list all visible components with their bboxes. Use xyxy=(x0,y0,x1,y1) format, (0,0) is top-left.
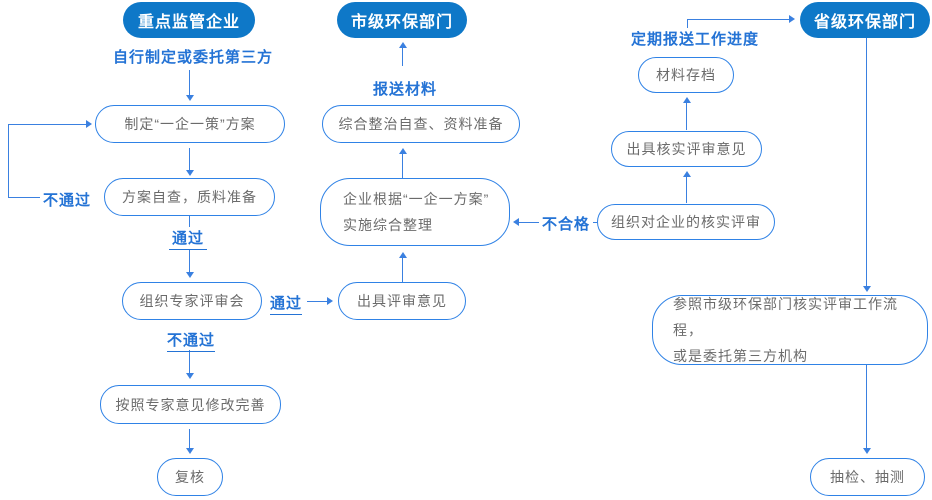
arrowhead-down-spot-check xyxy=(863,448,871,454)
label-report-progress: 定期报送工作进度 xyxy=(631,31,760,48)
arrowhead-up-city-pill xyxy=(399,42,407,48)
pill-province-epa: 省级环保部门 xyxy=(800,2,930,38)
box-refer-line2: 或是委托第三方机构 xyxy=(673,348,808,364)
arrowhead-down-refer xyxy=(863,286,871,292)
box-refer: 参照市级环保部门核实评审工作流程， 或是委托第三方机构 xyxy=(652,295,928,365)
arrowhead-right-issue-opinion xyxy=(327,297,333,305)
connector-expert-to-revise xyxy=(189,350,190,374)
arrowhead-right-province-pill xyxy=(789,15,795,23)
pill-key-enterprise: 重点监管企业 xyxy=(123,2,255,38)
connector-fail-return xyxy=(8,124,88,125)
box-issue-opinion: 出具评审意见 xyxy=(338,282,466,320)
box-implement-line2: 实施综合整理 xyxy=(343,217,433,233)
connector-province-to-refer xyxy=(866,38,867,288)
box-archive: 材料存档 xyxy=(638,57,734,93)
pill-city-epa: 市级环保部门 xyxy=(337,2,467,38)
box-expert-review: 组织专家评审会 xyxy=(122,282,262,320)
box-verify-opinion: 出具核实评审意见 xyxy=(611,131,762,167)
connector-progress-elbow-horizontal xyxy=(687,19,791,20)
box-self-check: 方案自查，质料准备 xyxy=(104,178,275,216)
connector-submit-to-city xyxy=(402,47,403,66)
arrowhead-left-implement xyxy=(513,218,519,226)
arrowhead-down-self-check xyxy=(186,170,194,176)
connector-progress-elbow-vertical xyxy=(687,19,688,28)
box-organize-verify: 组织对企业的核实评审 xyxy=(597,204,775,240)
box-implement: 企业根据“一企一方案” 实施综合整理 xyxy=(320,178,510,246)
connector-verify-opinion-to-archive xyxy=(686,102,687,130)
connector-issue-to-implement xyxy=(402,257,403,282)
label-fail-down: 不通过 xyxy=(167,329,216,352)
connector-label-to-make-plan xyxy=(189,70,190,96)
arrowhead-down-revise xyxy=(186,373,194,379)
arrowhead-down-make-plan xyxy=(186,95,194,101)
label-pass-down: 通过 xyxy=(169,227,208,250)
connector-refer-to-spot-check xyxy=(866,365,867,450)
label-pass-right: 通过 xyxy=(270,292,303,315)
arrowhead-up-material-prep xyxy=(399,148,407,154)
box-refer-line1: 参照市级环保部门核实评审工作流程， xyxy=(673,296,898,338)
connector-revise-to-recheck xyxy=(189,429,190,450)
connector-pass-to-issue-opinion xyxy=(307,301,329,302)
box-material-prep: 综合整治自查、资料准备 xyxy=(322,105,520,143)
connector-fail-horizontal xyxy=(8,197,40,198)
box-revise: 按照专家意见修改完善 xyxy=(100,385,281,424)
box-make-plan: 制定“一企一策”方案 xyxy=(95,105,285,143)
connector-make-plan-to-self-check xyxy=(189,148,190,172)
arrowhead-up-archive xyxy=(683,97,691,103)
box-implement-line1: 企业根据“一企一方案” xyxy=(343,191,490,207)
connector-organize-to-verify-opinion xyxy=(686,176,687,203)
arrowhead-down-expert-review xyxy=(186,272,194,278)
box-spot-check: 抽检、抽测 xyxy=(810,458,925,496)
connector-fail-vertical xyxy=(8,124,9,198)
label-self-or-third-party: 自行制定或委托第三方 xyxy=(113,49,274,66)
arrowhead-down-recheck xyxy=(186,448,194,454)
connector-implement-to-material-prep xyxy=(402,153,403,178)
box-recheck: 复核 xyxy=(157,458,223,496)
label-submit-material: 报送材料 xyxy=(373,81,438,98)
arrowhead-up-implement xyxy=(399,252,407,258)
label-fail-left: 不通过 xyxy=(43,192,92,209)
arrowhead-right-make-plan xyxy=(86,120,92,128)
label-unqualified: 不合格 xyxy=(539,213,594,234)
arrowhead-up-verify-opinion xyxy=(683,171,691,177)
